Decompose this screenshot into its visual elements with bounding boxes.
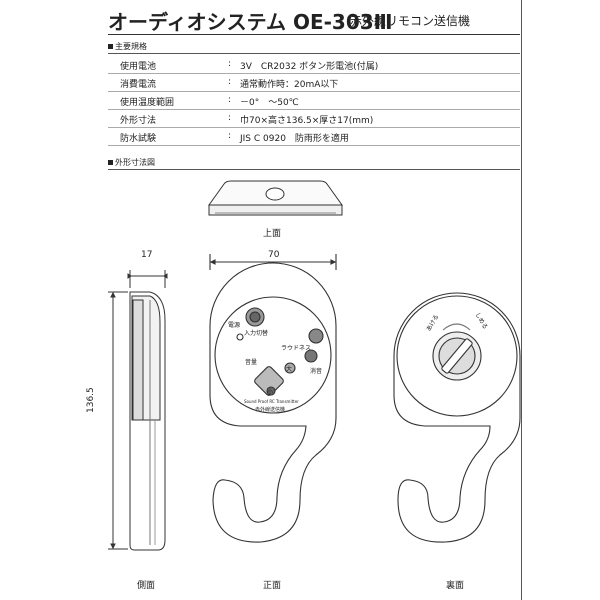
back-view-label: 裏面 [446,581,465,591]
model-label: 赤外線送信機 [255,407,286,413]
top-view-label: 上面 [263,229,282,239]
page-title: オーディオシステム OE-303Ⅲ [108,10,393,34]
spec-key: 使用温度範囲 [120,98,175,108]
spec-separator [108,109,520,110]
section-rule [108,53,520,54]
bullet-square-icon [108,160,113,165]
loudness-label: ラウドネス [281,345,312,352]
spec-key: 使用電池 [120,62,157,72]
bullet-square-icon [108,44,113,49]
section-specs-label: 主要規格 [115,42,147,51]
title-rule [108,34,520,35]
spec-separator [108,91,520,92]
section-specs-heading: 主要規格 [108,41,147,52]
spec-separator [108,145,520,146]
spec-key: 消費電流 [120,80,157,90]
spec-colon: : [228,113,232,123]
large-label: 大 [286,366,293,373]
spec-value: 通常動作時：20mA以下 [240,80,339,90]
spec-key: 防水試験 [120,134,157,144]
side-view-label: 側面 [137,581,156,591]
spec-value: －0° ～50℃ [240,98,299,108]
input-label: 入力切替 [244,330,269,337]
power-label: 電源 [228,322,241,329]
spec-value: 巾70×高さ136.5×厚さ17(mm) [240,116,374,126]
dimension-height: 136.5 [86,387,96,413]
mute-label: 消音 [310,368,323,375]
spec-separator [108,73,520,74]
section-drawing-heading: 外形寸法図 [108,157,155,168]
spec-value: JIS C 0920 防雨形を適用 [240,134,349,144]
side-view [108,270,168,551]
volume-label: 音量 [245,359,258,366]
page-subtitle: 赤外線リモコン送信機 [350,14,471,28]
brand-label: Sound Proof RC Transmitter [244,399,299,404]
dimension-width: 70 [268,250,280,260]
front-view [209,254,337,543]
spec-key: 外形寸法 [120,116,157,126]
spec-colon: : [228,131,232,141]
top-view [208,180,343,216]
section-drawing-label: 外形寸法図 [115,158,155,167]
spec-colon: : [228,77,232,87]
section-rule [108,169,520,170]
front-view-label: 正面 [263,581,282,591]
spec-colon: : [228,59,232,69]
spec-separator [108,127,520,128]
back-view [393,292,521,543]
spec-colon: : [228,95,232,105]
dimension-thickness: 17 [141,250,153,260]
page-border [521,0,522,600]
spec-value: 3V CR2032 ボタン形電池(付属) [240,62,379,72]
small-label: 小 [267,389,274,396]
